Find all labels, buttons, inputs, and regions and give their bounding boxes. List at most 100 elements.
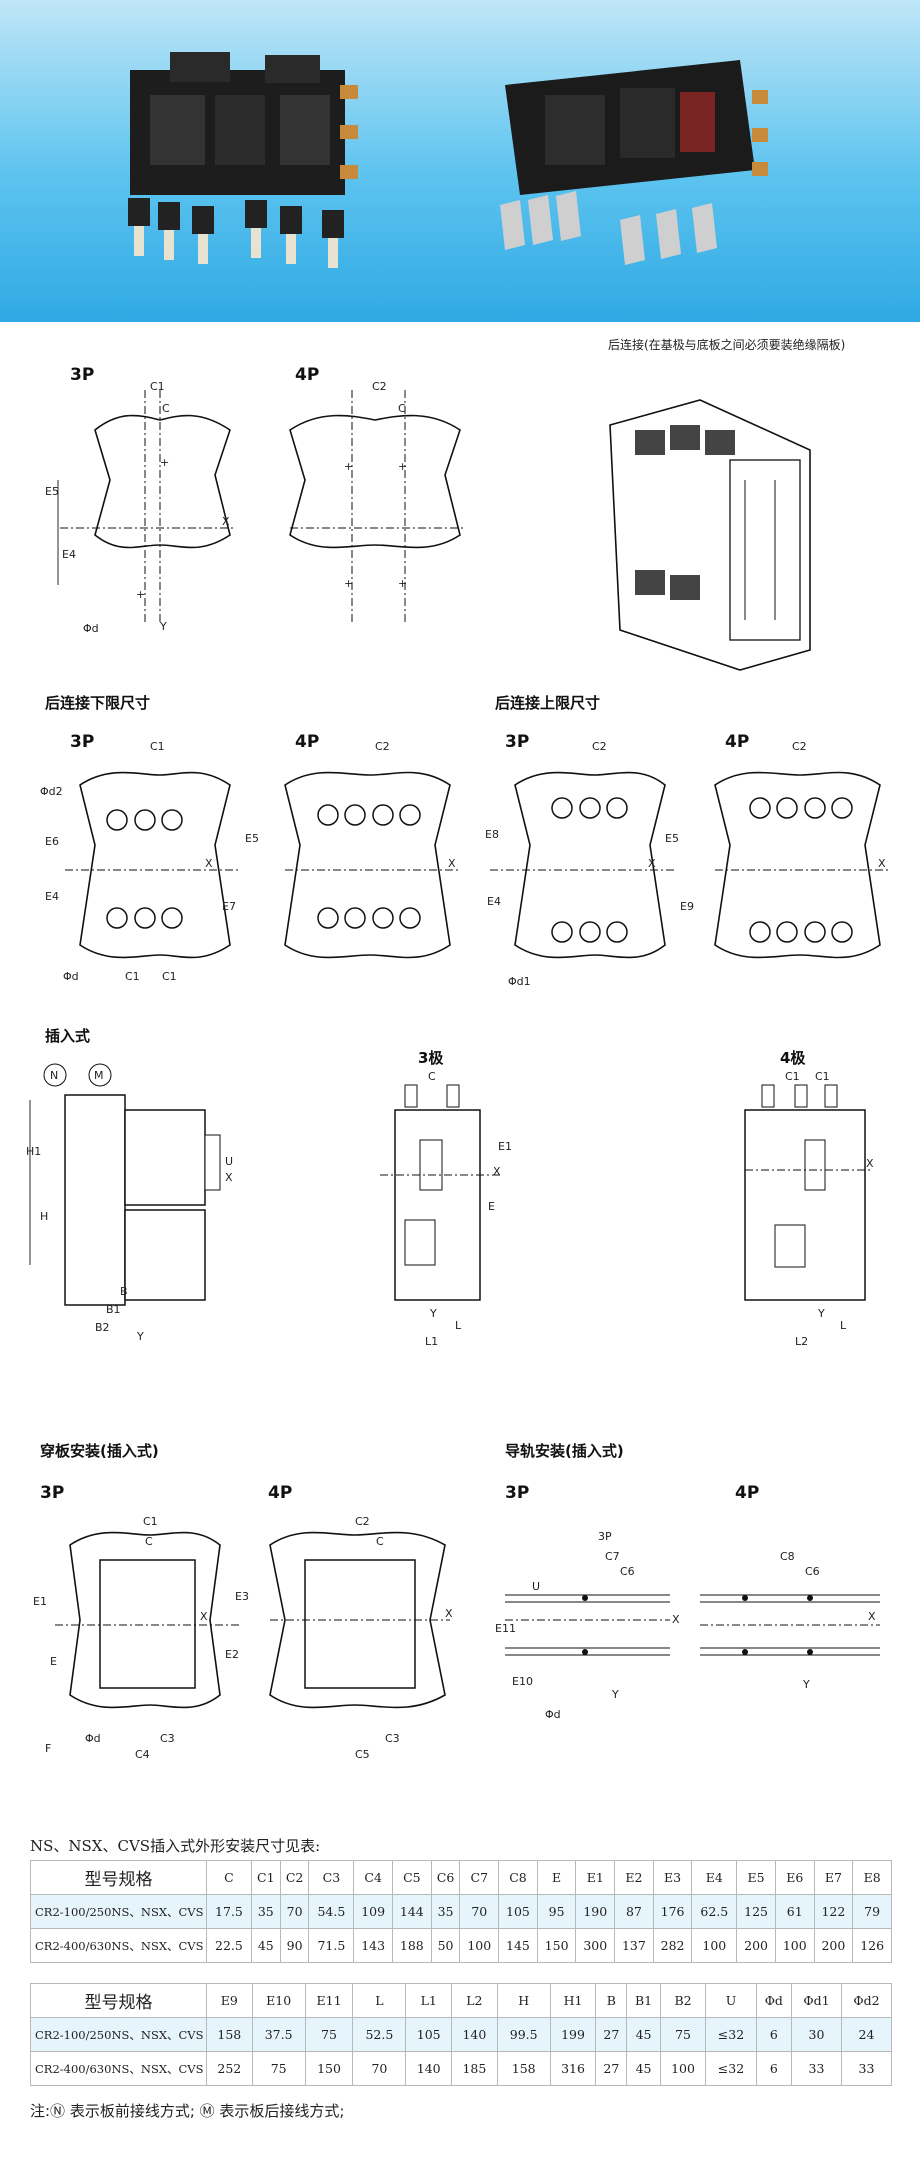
table-title: NS、NSX、CVS插入式外形安装尺寸见表: — [30, 1837, 321, 1855]
svg-text:L2: L2 — [795, 1335, 808, 1348]
svg-text:B: B — [120, 1285, 128, 1298]
svg-text:E: E — [50, 1655, 57, 1668]
svg-text:X: X — [445, 1607, 453, 1620]
svg-text:E4: E4 — [45, 890, 59, 903]
rear-upper-4p: XC2 — [714, 740, 890, 959]
svg-text:C1: C1 — [150, 380, 165, 393]
svg-text:C2: C2 — [372, 380, 387, 393]
title-plug-in-type: 插入式 — [45, 1027, 91, 1045]
title-panel-through-mounting: 穿板安装(插入式) — [40, 1442, 159, 1460]
svg-text:F: F — [45, 1742, 51, 1755]
svg-text:X: X — [493, 1165, 501, 1178]
rear-connection-caption: 后连接(在基极与底板之间必须要装绝缘隔板) — [608, 338, 846, 352]
svg-text:C3: C3 — [160, 1732, 175, 1745]
svg-text:L: L — [840, 1319, 847, 1332]
svg-text:X: X — [648, 857, 656, 870]
svg-text:+: + — [344, 577, 353, 590]
svg-text:B1: B1 — [106, 1303, 121, 1316]
svg-text:E2: E2 — [225, 1648, 239, 1661]
svg-text:B2: B2 — [95, 1321, 110, 1334]
outline-4p — [289, 414, 461, 549]
svg-text:E5: E5 — [245, 832, 259, 845]
svg-text:Y: Y — [136, 1330, 144, 1343]
svg-text:C1: C1 — [785, 1070, 800, 1083]
outline-3p — [94, 414, 231, 549]
axis-x-3p: X — [222, 515, 230, 528]
svg-text:E1: E1 — [498, 1140, 512, 1153]
svg-text:C8: C8 — [780, 1550, 795, 1563]
svg-text:C1: C1 — [150, 740, 165, 753]
svg-text:+: + — [344, 460, 353, 473]
svg-text:X: X — [200, 1610, 208, 1623]
label-4p-panel: 4P — [268, 1483, 293, 1503]
svg-text:Φd1: Φd1 — [508, 975, 531, 988]
plug-in-base-photo-left — [128, 52, 358, 268]
svg-text:+: + — [398, 577, 407, 590]
svg-text:U: U — [225, 1155, 233, 1168]
rear-lower-4p: X C2 — [284, 740, 460, 959]
label-3p-rail: 3P — [505, 1483, 530, 1503]
svg-text:C2: C2 — [592, 740, 607, 753]
svg-text:Φd: Φd — [83, 622, 99, 635]
label-3p-lower: 3P — [70, 732, 95, 752]
svg-text:X: X — [205, 857, 213, 870]
svg-text:C7: C7 — [605, 1550, 620, 1563]
rear-connection-sketch — [609, 399, 811, 671]
svg-text:C5: C5 — [355, 1748, 370, 1761]
label-4p-lower: 4P — [295, 732, 320, 752]
label-4p-upper: 4P — [725, 732, 750, 752]
svg-text:H1: H1 — [26, 1145, 41, 1158]
svg-text:E1: E1 — [33, 1595, 47, 1608]
svg-text:C6: C6 — [620, 1565, 635, 1578]
title-rail-mounting: 导轨安装(插入式) — [505, 1442, 624, 1460]
svg-text:Y: Y — [802, 1678, 810, 1691]
svg-text:+: + — [136, 588, 145, 601]
svg-text:E10: E10 — [512, 1675, 533, 1688]
svg-text:X: X — [866, 1157, 874, 1170]
svg-text:E5: E5 — [45, 485, 59, 498]
svg-text:E8: E8 — [485, 828, 499, 841]
svg-text:L: L — [455, 1319, 462, 1332]
svg-text:L1: L1 — [425, 1335, 438, 1348]
svg-text:E11: E11 — [495, 1622, 516, 1635]
svg-text:C1: C1 — [125, 970, 140, 983]
svg-text:Y: Y — [429, 1307, 437, 1320]
svg-text:Φd: Φd — [85, 1732, 101, 1745]
svg-text:X: X — [448, 857, 456, 870]
svg-text:C1: C1 — [143, 1515, 158, 1528]
label-3-pole: 3极 — [418, 1049, 444, 1067]
footnote: 注:Ⓝ 表示板前接线方式; Ⓜ 表示板后接线方式; — [30, 2102, 345, 2120]
svg-text:E6: E6 — [45, 835, 59, 848]
svg-text:Y: Y — [611, 1688, 619, 1701]
svg-text:E4: E4 — [487, 895, 501, 908]
title-rear-lower-limit: 后连接下限尺寸 — [45, 694, 151, 712]
svg-text:X: X — [225, 1171, 233, 1184]
svg-text:Y: Y — [817, 1307, 825, 1320]
svg-text:Φd2: Φd2 — [40, 785, 63, 798]
svg-text:C2: C2 — [375, 740, 390, 753]
label-3p-front: 3P — [70, 365, 95, 385]
svg-text:C6: C6 — [805, 1565, 820, 1578]
label-3p-upper: 3P — [505, 732, 530, 752]
svg-text:X: X — [878, 857, 886, 870]
svg-text:+: + — [398, 460, 407, 473]
svg-text:C2: C2 — [355, 1515, 370, 1528]
svg-text:C: C — [428, 1070, 436, 1083]
svg-text:E4: E4 — [62, 548, 76, 561]
